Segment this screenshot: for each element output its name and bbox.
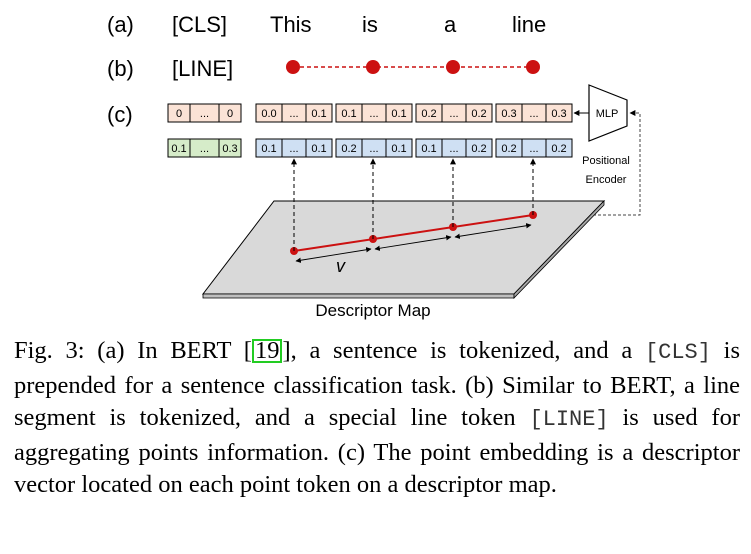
variable-v: v <box>336 256 346 276</box>
point-token-3 <box>446 60 460 74</box>
pos-cell: 0.3 <box>551 108 566 120</box>
descriptor-map-edge <box>202 293 515 299</box>
word-this: This <box>270 12 312 37</box>
pos-cell: ... <box>369 108 378 120</box>
pos-vector-3: 0.2 ... 0.2 <box>415 103 493 123</box>
caption-text: Fig. 3: (a) In BERT [ <box>14 337 252 364</box>
spacing-arrow <box>454 223 532 239</box>
pos-cell: 0.1 <box>311 108 326 120</box>
pos-cell: 0.0 <box>261 108 276 120</box>
descriptor-map-label: Descriptor Map <box>315 301 430 320</box>
desc-cell: 0.1 <box>261 143 276 155</box>
pos-cell: ... <box>289 108 298 120</box>
desc-vector-4: 0.2 ... 0.2 <box>495 138 573 158</box>
pos-cell: 0.2 <box>421 108 436 120</box>
caption-text: is used for aggregating points informati… <box>14 404 740 498</box>
caption-text: is prepended for a sentence classificati… <box>14 337 741 431</box>
pos-vector-1: 0.0 ... 0.1 <box>255 103 333 123</box>
desc-cell: 0.2 <box>551 143 566 155</box>
cls-cell: ... <box>200 108 209 120</box>
line-cell: 0.1 <box>171 143 186 155</box>
word-is: is <box>362 12 378 37</box>
line-cell: 0.3 <box>222 143 237 155</box>
descriptor-map-side <box>513 200 605 299</box>
desc-cell: 0.2 <box>471 143 486 155</box>
pos-cell: ... <box>449 108 458 120</box>
mlp-label: MLP <box>596 108 619 120</box>
desc-vector-3: 0.1 ... 0.2 <box>415 138 493 158</box>
figure-caption: Fig. 3: (a) In BERT [19], a sentence is … <box>14 335 740 502</box>
pos-vector-2: 0.1 ... 0.1 <box>335 103 413 123</box>
desc-cell: ... <box>449 143 458 155</box>
line-token: [LINE] <box>172 56 233 81</box>
desc-vector-2: 0.2 ... 0.1 <box>335 138 413 158</box>
word-line: line <box>512 12 546 37</box>
pos-vector-4: 0.3 ... 0.3 <box>495 103 573 123</box>
caption-text: ], a sentence is tokenized, and a <box>282 337 645 364</box>
line-cell: ... <box>200 143 209 155</box>
spacing-arrow <box>374 235 452 251</box>
pos-cell: 0.1 <box>341 108 356 120</box>
desc-cell: 0.1 <box>421 143 436 155</box>
row-a-label: (a) <box>107 12 134 37</box>
cls-token: [CLS] <box>172 12 227 37</box>
cls-cell: 0 <box>227 108 233 120</box>
row-b-label: (b) <box>107 56 134 81</box>
desc-cell: 0.1 <box>311 143 326 155</box>
caption-code-cls: [CLS] <box>644 340 711 365</box>
row-c-label: (c) <box>107 102 133 127</box>
citation-link[interactable]: 19 <box>251 338 283 363</box>
point-token-2 <box>366 60 380 74</box>
encoder-feed-line <box>533 110 641 216</box>
caption-code-line: [LINE] <box>529 407 609 432</box>
pos-cell: ... <box>529 108 538 120</box>
desc-cell: ... <box>369 143 378 155</box>
desc-cell: 0.1 <box>391 143 406 155</box>
desc-cell: ... <box>529 143 538 155</box>
spacing-arrow <box>295 247 372 263</box>
pos-cell: 0.2 <box>471 108 486 120</box>
point-token-4 <box>526 60 540 74</box>
mlp-block <box>588 84 628 142</box>
desc-cell: ... <box>289 143 298 155</box>
encoder-label: Encoder <box>586 174 627 186</box>
pos-cell: 0.1 <box>391 108 406 120</box>
line-vector: 0.1 ... 0.3 <box>167 138 242 158</box>
cls-cell: 0 <box>176 108 182 120</box>
desc-vector-1: 0.1 ... 0.1 <box>255 138 333 158</box>
desc-cell: 0.2 <box>341 143 356 155</box>
pos-cell: 0.3 <box>501 108 516 120</box>
descriptor-map-plane <box>201 200 606 295</box>
desc-cell: 0.2 <box>501 143 516 155</box>
cls-vector: 0 ... 0 <box>167 103 242 123</box>
map-line-segment <box>293 214 534 252</box>
positional-label: Positional <box>582 155 630 167</box>
word-a: a <box>444 12 457 37</box>
figure-diagram: (a) [CLS] This is a line (b) [LINE] (c) … <box>107 12 641 320</box>
point-token-1 <box>286 60 300 74</box>
